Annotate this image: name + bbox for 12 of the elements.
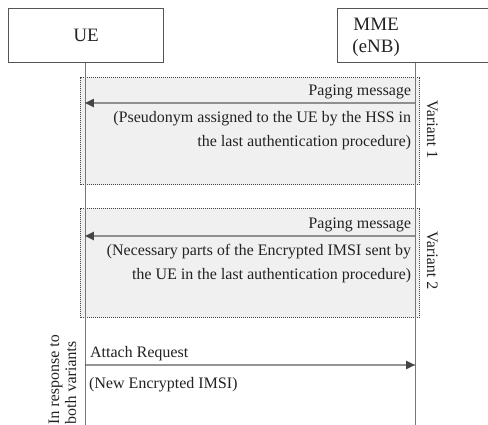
message-label: Paging message: [308, 214, 411, 234]
message-arrow: [85, 232, 415, 240]
message-label: Paging message: [308, 81, 411, 101]
message-parameters: (Pseudonym assigned to the UE by the HSS in the last authentication procedure): [112, 108, 411, 152]
side-note: In response to both variants: [46, 333, 80, 424]
message-arrow: [85, 360, 415, 370]
message-parameters: (Necessary parts of the Encrypted IMSI sent by the UE in the last authentication procedure): [106, 241, 411, 285]
variant-label: Variant 2: [423, 231, 440, 290]
message-arrow: [85, 98, 415, 108]
message-label: Attach Request: [90, 343, 188, 363]
message-parameters: (New Encrypted IMSI): [89, 374, 238, 394]
variant-label: Variant 1: [423, 100, 440, 158]
